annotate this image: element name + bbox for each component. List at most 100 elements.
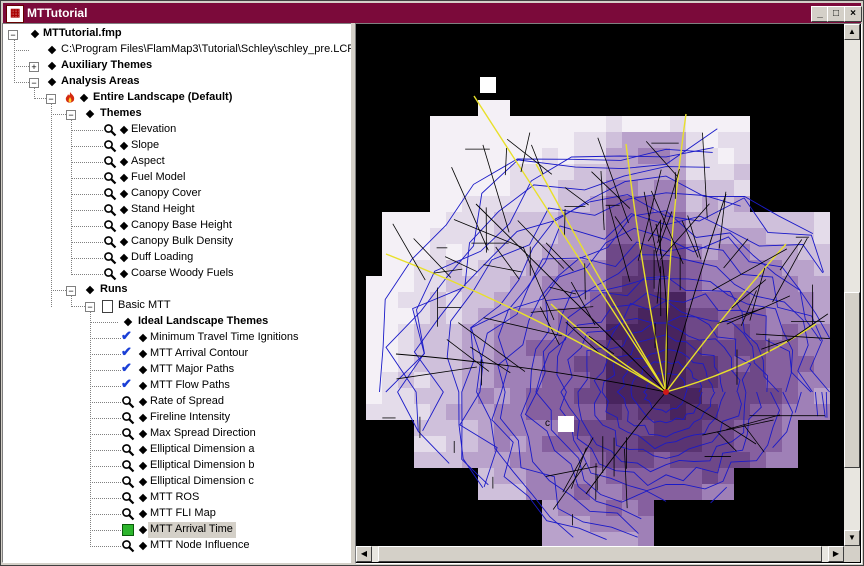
map-cell	[382, 260, 398, 276]
map-cell	[622, 420, 638, 436]
map-cell	[478, 388, 494, 404]
output-mtt-arrival-time[interactable]: MTT Arrival Time	[148, 522, 236, 538]
map-cell	[574, 180, 590, 196]
flow-path	[475, 203, 667, 393]
arrival-contour-line	[397, 166, 710, 464]
map-cell	[718, 196, 734, 212]
scroll-right-icon[interactable]: ▶	[828, 546, 844, 562]
map-cell	[366, 388, 382, 404]
map-cell	[686, 276, 702, 292]
map-cell	[430, 196, 446, 212]
magnifier-icon[interactable]	[121, 475, 135, 489]
check-icon[interactable]: ✔	[121, 344, 132, 359]
map-cell	[382, 228, 398, 244]
magnifier-icon[interactable]	[121, 507, 135, 521]
map-cell	[478, 276, 494, 292]
vertical-scrollbar[interactable]: ▲ ▼	[844, 24, 860, 546]
check-icon[interactable]: ✔	[121, 376, 132, 391]
map-cell	[750, 324, 766, 340]
map-cell	[734, 212, 750, 228]
magnifier-icon[interactable]	[121, 491, 135, 505]
map-cell	[606, 516, 622, 532]
map-cell	[414, 228, 430, 244]
magnifier-icon[interactable]	[121, 395, 135, 409]
close-button[interactable]: ×	[844, 6, 862, 22]
map-cell	[734, 148, 750, 164]
map-cell	[702, 356, 718, 372]
map-cell	[366, 292, 382, 308]
vertical-scroll-thumb[interactable]	[844, 292, 860, 468]
map-view[interactable]: c	[355, 23, 862, 564]
map-cell	[638, 484, 654, 500]
map-cell	[718, 180, 734, 196]
flow-path	[647, 219, 662, 242]
map-cell	[510, 324, 526, 340]
map-cell	[494, 420, 510, 436]
map-cell	[798, 388, 814, 404]
map-cell	[558, 196, 574, 212]
magnifier-icon[interactable]	[121, 539, 135, 553]
map-cell	[798, 404, 814, 420]
mtt-arrival-time-map[interactable]: c	[356, 24, 861, 563]
entire-landscape-node-label: Entire Landscape (Default)	[93, 91, 233, 103]
map-cell	[430, 228, 446, 244]
magnifier-icon[interactable]	[121, 459, 135, 473]
auxiliary-themes-node-label: Auxiliary Themes	[61, 59, 153, 71]
map-cell	[574, 292, 590, 308]
magnifier-icon[interactable]	[121, 427, 135, 441]
map-cell	[494, 324, 510, 340]
check-icon[interactable]: ✔	[121, 328, 132, 343]
map-cell	[686, 292, 702, 308]
magnifier-icon[interactable]	[103, 171, 117, 185]
magnifier-icon[interactable]	[103, 219, 117, 233]
flow-path	[723, 238, 749, 269]
arrival-contour-line	[520, 254, 813, 534]
magnifier-icon[interactable]	[103, 123, 117, 137]
scroll-up-icon[interactable]: ▲	[844, 24, 860, 40]
root-expander[interactable]: −	[8, 30, 18, 40]
map-cell	[430, 404, 446, 420]
maximize-button[interactable]: □	[827, 6, 845, 22]
horizontal-scroll-thumb[interactable]	[378, 546, 822, 562]
magnifier-icon[interactable]	[121, 411, 135, 425]
check-icon[interactable]: ✔	[121, 360, 132, 375]
map-cell	[766, 356, 782, 372]
map-cell	[574, 404, 590, 420]
map-cell	[718, 468, 734, 484]
magnifier-icon[interactable]	[103, 187, 117, 201]
output-fireline-intensity-label: Fireline Intensity	[150, 411, 231, 423]
auxiliary-expander[interactable]: +	[29, 62, 39, 72]
magnifier-icon[interactable]	[103, 267, 117, 281]
ignition-point[interactable]	[663, 389, 669, 395]
green-square-icon[interactable]	[122, 524, 134, 536]
horizontal-scrollbar[interactable]: ◀ ▶	[356, 546, 844, 562]
magnifier-icon[interactable]	[103, 251, 117, 265]
map-cell	[430, 420, 446, 436]
map-cell	[526, 468, 542, 484]
magnifier-icon[interactable]	[103, 235, 117, 249]
pane-splitter[interactable]	[351, 23, 355, 563]
map-cell	[414, 244, 430, 260]
magnifier-icon[interactable]	[103, 155, 117, 169]
map-cell	[478, 340, 494, 356]
map-cell	[558, 340, 574, 356]
map-cell	[542, 180, 558, 196]
map-cell	[638, 180, 654, 196]
map-cell	[542, 324, 558, 340]
magnifier-icon[interactable]	[121, 443, 135, 457]
map-cell	[670, 452, 686, 468]
major-path	[385, 253, 667, 393]
map-cell	[606, 308, 622, 324]
map-cell	[382, 404, 398, 420]
tree-line	[71, 210, 103, 211]
map-cell	[574, 420, 590, 436]
scroll-down-icon[interactable]: ▼	[844, 530, 860, 546]
title-bar[interactable]: ▦ MTTutorial _ □ ×	[3, 3, 862, 23]
magnifier-icon[interactable]	[103, 139, 117, 153]
magnifier-icon[interactable]	[103, 203, 117, 217]
scroll-left-icon[interactable]: ◀	[356, 546, 372, 562]
map-cell	[542, 452, 558, 468]
map-cell	[478, 100, 494, 116]
map-label-c: c	[545, 418, 550, 429]
